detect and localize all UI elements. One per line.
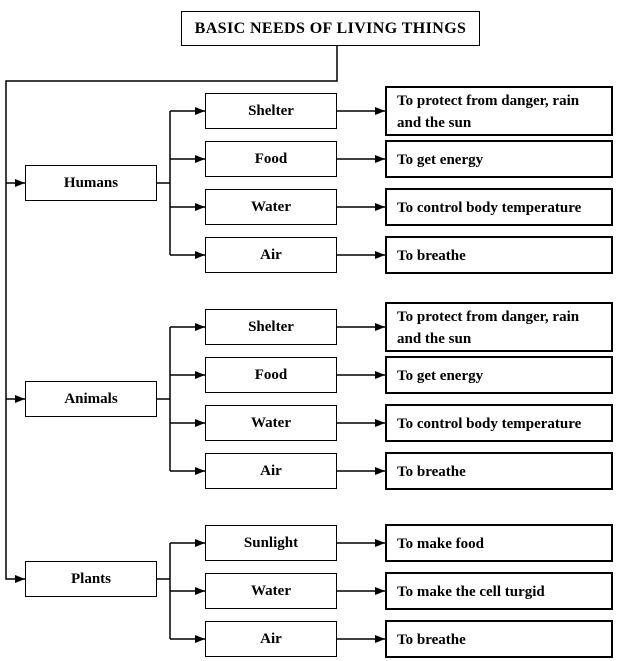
need-box-animals-air: Air — [205, 453, 337, 489]
description-text: To protect from danger, rain and the sun — [397, 92, 580, 131]
category-box-animals: Animals — [25, 381, 157, 417]
need-box-animals-food: Food — [205, 357, 337, 393]
diagram-title-box: BASIC NEEDS OF LIVING THINGS — [181, 11, 480, 46]
need-label: Air — [260, 631, 282, 647]
category-label: Animals — [64, 391, 118, 407]
need-label: Water — [251, 199, 291, 215]
description-box-plants-water: To make the cell turgid — [385, 572, 613, 610]
need-label: Shelter — [248, 319, 294, 335]
need-label: Water — [251, 415, 291, 431]
diagram-title: BASIC NEEDS OF LIVING THINGS — [194, 19, 467, 37]
need-box-humans-air: Air — [205, 237, 337, 273]
need-label: Shelter — [248, 103, 294, 119]
description-text: To control body temperature — [397, 415, 582, 432]
humans-branch-line — [157, 111, 171, 255]
description-box-animals-water: To control body temperature — [385, 404, 613, 442]
description-box-animals-shelter: To protect from danger, rain and the sun — [385, 302, 613, 352]
description-box-animals-food: To get energy — [385, 356, 613, 394]
description-box-humans-water: To control body temperature — [385, 188, 613, 226]
need-box-humans-shelter: Shelter — [205, 93, 337, 129]
need-label: Food — [254, 151, 288, 167]
description-box-animals-air: To breathe — [385, 452, 613, 490]
category-label: Humans — [63, 175, 119, 191]
need-label: Sunlight — [243, 535, 299, 551]
need-label: Water — [251, 583, 291, 599]
plants-branch-line — [157, 543, 171, 639]
category-box-plants: Plants — [25, 561, 157, 597]
need-box-plants-sunlight: Sunlight — [205, 525, 337, 561]
need-label: Air — [260, 463, 282, 479]
description-box-plants-air: To breathe — [385, 620, 613, 658]
description-text: To control body temperature — [397, 199, 582, 216]
description-text: To make food — [397, 535, 484, 552]
description-text: To get energy — [397, 367, 484, 384]
need-box-plants-water: Water — [205, 573, 337, 609]
description-box-humans-food: To get energy — [385, 140, 613, 178]
need-label: Food — [254, 367, 288, 383]
animals-branch-line — [157, 327, 171, 471]
need-box-animals-water: Water — [205, 405, 337, 441]
description-text: To make the cell turgid — [397, 583, 545, 600]
need-box-humans-water: Water — [205, 189, 337, 225]
description-text: To breathe — [397, 631, 466, 648]
trunk-line — [5, 46, 338, 583]
description-box-humans-shelter: To protect from danger, rain and the sun — [385, 86, 613, 136]
description-text: To breathe — [397, 247, 466, 264]
need-label: Air — [260, 247, 282, 263]
category-label: Plants — [70, 571, 111, 587]
need-box-plants-air: Air — [205, 621, 337, 657]
need-box-animals-shelter: Shelter — [205, 309, 337, 345]
category-box-humans: Humans — [25, 165, 157, 201]
description-text: To breathe — [397, 463, 466, 480]
description-box-humans-air: To breathe — [385, 236, 613, 274]
description-text: To get energy — [397, 151, 484, 168]
description-box-plants-sunlight: To make food — [385, 524, 613, 562]
need-box-humans-food: Food — [205, 141, 337, 177]
description-text: To protect from danger, rain and the sun — [397, 308, 580, 347]
